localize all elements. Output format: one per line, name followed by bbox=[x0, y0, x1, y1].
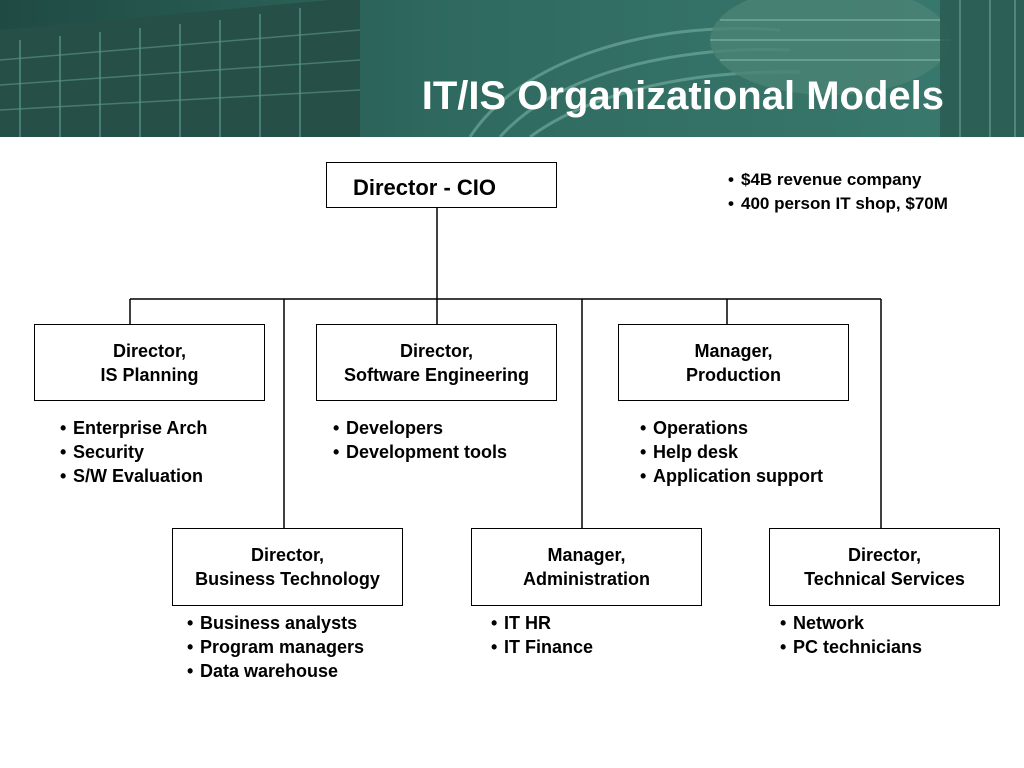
node-production: Manager, Production bbox=[618, 324, 849, 401]
list-item: Developers bbox=[333, 416, 507, 440]
production-responsibilities: Operations Help desk Application support bbox=[640, 416, 823, 488]
node-name: Technical Services bbox=[804, 569, 965, 589]
list-item: PC technicians bbox=[780, 635, 922, 659]
node-role: Manager, bbox=[694, 341, 773, 361]
node-name: Production bbox=[686, 365, 781, 385]
is-planning-responsibilities: Enterprise Arch Security S/W Evaluation bbox=[60, 416, 207, 488]
list-item: Program managers bbox=[187, 635, 364, 659]
node-role: Director, bbox=[112, 341, 187, 361]
administration-responsibilities: IT HR IT Finance bbox=[491, 611, 593, 659]
node-director-cio-title: Director - CIO bbox=[353, 175, 497, 200]
node-name: IS Planning bbox=[100, 365, 199, 385]
list-item: Business analysts bbox=[187, 611, 364, 635]
list-item: Operations bbox=[640, 416, 823, 440]
node-role: Director, bbox=[250, 545, 325, 565]
list-item: Data warehouse bbox=[187, 659, 364, 683]
node-business-technology: Director, Business Technology bbox=[172, 528, 403, 606]
list-item: Development tools bbox=[333, 440, 507, 464]
software-engineering-responsibilities: Developers Development tools bbox=[333, 416, 507, 464]
node-director-cio: Director - CIO bbox=[326, 162, 557, 208]
banner-architecture-image bbox=[0, 0, 1024, 137]
fact-item: 400 person IT shop, $70M bbox=[728, 192, 948, 216]
slide-title: IT/IS Organizational Models bbox=[421, 74, 944, 118]
header-banner: IT/IS Organizational Models bbox=[0, 0, 1024, 137]
list-item: IT HR bbox=[491, 611, 593, 635]
node-name: Administration bbox=[522, 569, 650, 589]
company-facts-list: $4B revenue company 400 person IT shop, … bbox=[728, 168, 948, 216]
node-software-engineering: Director, Software Engineering bbox=[316, 324, 557, 401]
fact-item: $4B revenue company bbox=[728, 168, 948, 192]
node-name: Business Technology bbox=[195, 569, 380, 589]
node-is-planning: Director, IS Planning bbox=[34, 324, 265, 401]
list-item: Help desk bbox=[640, 440, 823, 464]
business-technology-responsibilities: Business analysts Program managers Data … bbox=[187, 611, 364, 683]
node-role: Director, bbox=[399, 341, 474, 361]
list-item: S/W Evaluation bbox=[60, 464, 207, 488]
list-item: IT Finance bbox=[491, 635, 593, 659]
node-name: Software Engineering bbox=[343, 365, 530, 385]
list-item: Network bbox=[780, 611, 922, 635]
node-role: Director, bbox=[847, 545, 922, 565]
list-item: Security bbox=[60, 440, 207, 464]
list-item: Enterprise Arch bbox=[60, 416, 207, 440]
node-role: Manager, bbox=[547, 545, 626, 565]
node-administration: Manager, Administration bbox=[471, 528, 702, 606]
list-item: Application support bbox=[640, 464, 823, 488]
node-technical-services: Director, Technical Services bbox=[769, 528, 1000, 606]
technical-services-responsibilities: Network PC technicians bbox=[780, 611, 922, 659]
